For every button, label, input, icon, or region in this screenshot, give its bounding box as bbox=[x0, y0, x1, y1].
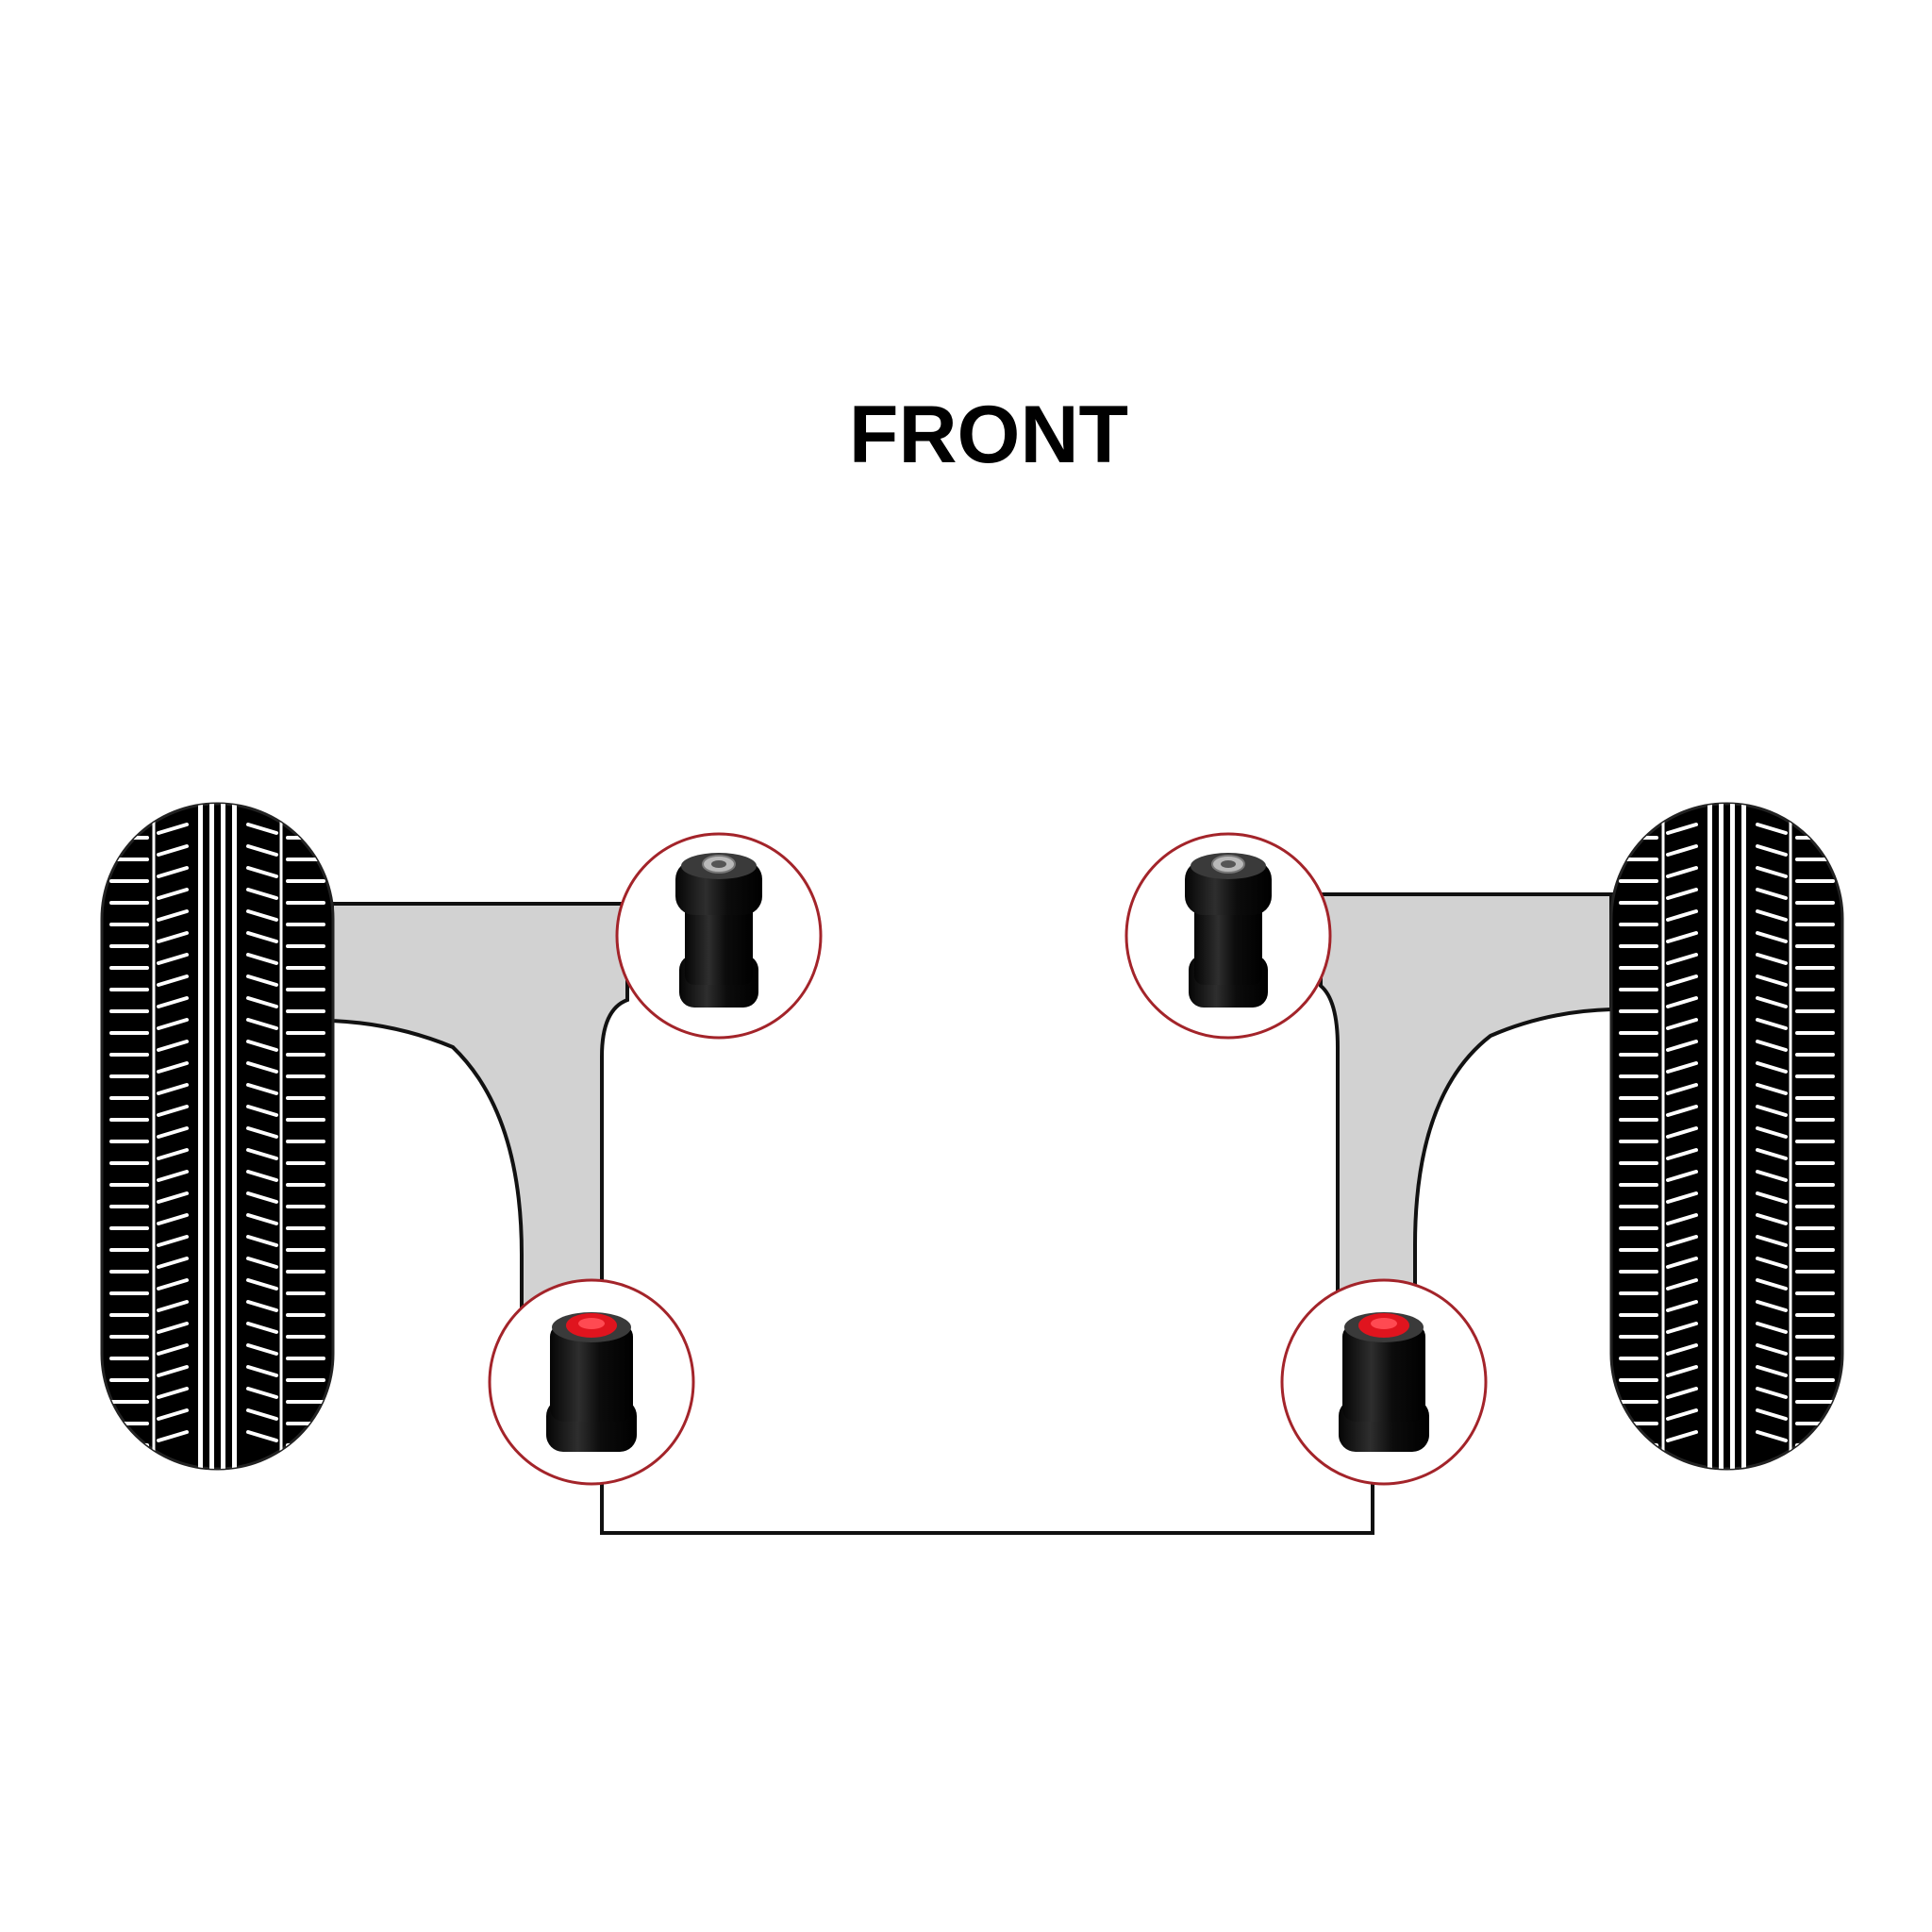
bush-red-insert-icon bbox=[546, 1312, 637, 1452]
bush-red-insert-icon bbox=[1339, 1312, 1429, 1452]
right-wheel bbox=[1609, 802, 1844, 1471]
bush-metal-sleeve-icon bbox=[1185, 853, 1272, 1008]
front-left-bush-callout bbox=[615, 832, 823, 1040]
front-right-bush-callout bbox=[1124, 832, 1332, 1040]
front-heading: FRONT bbox=[849, 390, 1128, 480]
subframe-outline bbox=[600, 1476, 1374, 1535]
left-control-arm bbox=[330, 902, 629, 1323]
right-control-arm bbox=[1319, 892, 1613, 1313]
bush-metal-sleeve-icon bbox=[675, 853, 762, 1008]
tyre-tread-icon bbox=[1619, 804, 1835, 1469]
rear-right-bush-callout bbox=[1280, 1278, 1488, 1486]
left-wheel bbox=[100, 802, 335, 1471]
rear-left-bush-callout bbox=[488, 1278, 695, 1486]
